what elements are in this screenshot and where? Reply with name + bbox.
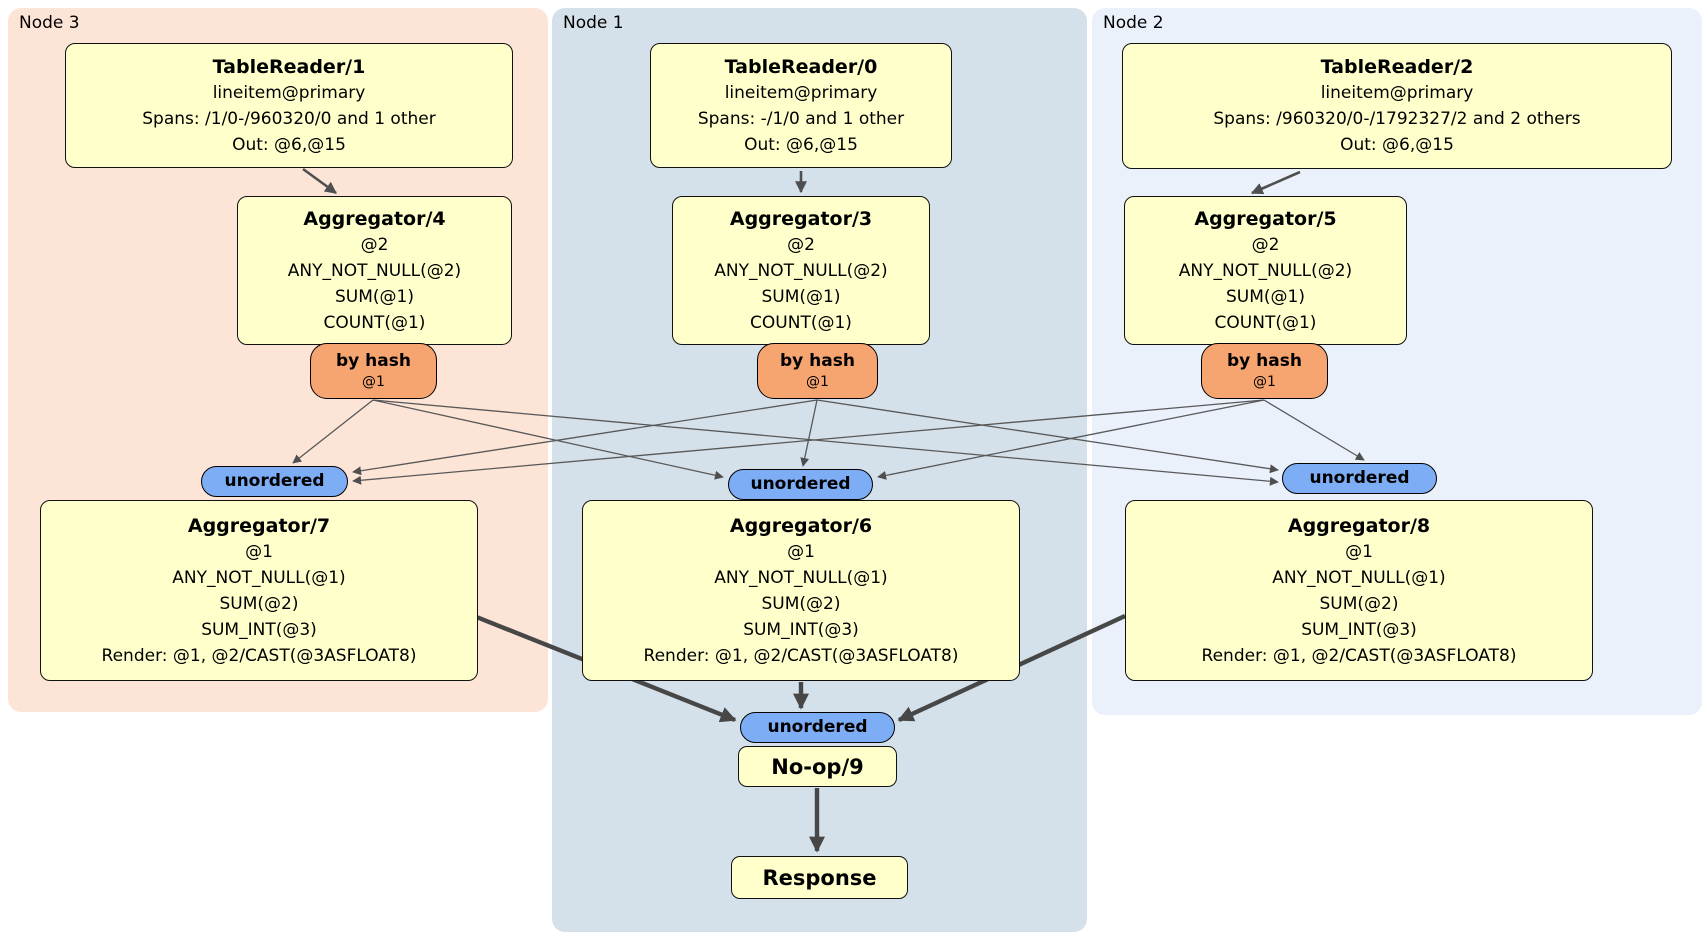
- processor-aggregator-4: Aggregator/4 @2 ANY_NOT_NULL(@2) SUM(@1)…: [237, 196, 512, 345]
- processor-line: lineitem@primary: [1320, 83, 1474, 103]
- processor-line: SUM_INT(@3): [743, 619, 859, 640]
- processor-line: SUM(@2): [761, 593, 841, 614]
- processor-line: ANY_NOT_NULL(@2): [1178, 260, 1353, 281]
- processor-title: Response: [762, 865, 877, 890]
- processor-line: @1: [1345, 541, 1373, 562]
- processor-aggregator-5: Aggregator/5 @2 ANY_NOT_NULL(@2) SUM(@1)…: [1124, 196, 1407, 345]
- processor-line: Render: @1, @2/CAST(@3ASFLOAT8): [101, 645, 417, 666]
- processor-line: SUM(@2): [219, 593, 299, 614]
- processor-tablereader-1: TableReader/1 lineitem@primary Spans: /1…: [65, 43, 513, 168]
- processor-line: @1: [245, 541, 273, 562]
- processor-line: Out: @6,@15: [232, 134, 346, 155]
- unordered-pill-node-2: unordered: [1282, 463, 1437, 494]
- processor-title: Aggregator/6: [729, 514, 873, 537]
- processor-line: SUM(@1): [1226, 286, 1305, 307]
- by-hash-detail: @1: [362, 374, 385, 390]
- processor-line: SUM(@1): [335, 286, 414, 307]
- by-hash-pill-node-1: by hash @1: [757, 343, 878, 399]
- processor-line: ANY_NOT_NULL(@1): [172, 567, 346, 588]
- processor-line: lineitem@primary: [212, 82, 366, 103]
- processor-title: Aggregator/7: [187, 514, 331, 537]
- response-box: Response: [731, 856, 908, 899]
- unordered-pill-node-1: unordered: [728, 469, 873, 500]
- region-label-node-3: Node 3: [19, 13, 80, 33]
- processor-line: Spans: /1/0-/960320/0 and 1 other: [142, 108, 436, 129]
- processor-line: @2: [787, 234, 815, 255]
- processor-aggregator-8: Aggregator/8 @1 ANY_NOT_NULL(@1) SUM(@2)…: [1125, 500, 1593, 681]
- processor-line: Spans: -/1/0 and 1 other: [697, 108, 905, 129]
- by-hash-detail: @1: [1253, 374, 1276, 390]
- unordered-pill-node-3: unordered: [201, 466, 348, 497]
- unordered-label: unordered: [750, 474, 851, 494]
- processor-title: TableReader/0: [724, 55, 878, 78]
- processor-aggregator-3: Aggregator/3 @2 ANY_NOT_NULL(@2) SUM(@1)…: [672, 196, 930, 345]
- by-hash-label: by hash: [336, 351, 411, 371]
- processor-line: ANY_NOT_NULL(@1): [714, 567, 888, 588]
- processor-title: Aggregator/5: [1194, 207, 1337, 230]
- processor-line: SUM_INT(@3): [201, 619, 317, 640]
- processor-line: SUM_INT(@3): [1301, 619, 1417, 640]
- processor-title: TableReader/1: [212, 55, 366, 78]
- region-label-node-2: Node 2: [1103, 13, 1164, 33]
- processor-aggregator-6: Aggregator/6 @1 ANY_NOT_NULL(@1) SUM(@2)…: [582, 500, 1020, 681]
- processor-line: ANY_NOT_NULL(@2): [287, 260, 462, 281]
- processor-line: Out: @6,@15: [1340, 135, 1454, 155]
- processor-title: Aggregator/3: [729, 207, 873, 230]
- processor-line: ANY_NOT_NULL(@2): [714, 260, 888, 281]
- by-hash-label: by hash: [780, 351, 855, 371]
- no-op-box: No-op/9: [738, 746, 897, 787]
- processor-line: @2: [1251, 234, 1280, 255]
- by-hash-detail: @1: [806, 374, 829, 390]
- unordered-label: unordered: [767, 717, 868, 737]
- processor-line: ANY_NOT_NULL(@1): [1272, 567, 1446, 588]
- processor-line: Render: @1, @2/CAST(@3ASFLOAT8): [643, 645, 959, 666]
- processor-aggregator-7: Aggregator/7 @1 ANY_NOT_NULL(@1) SUM(@2)…: [40, 500, 478, 681]
- processor-title: TableReader/2: [1320, 56, 1474, 78]
- unordered-label: unordered: [224, 471, 325, 491]
- by-hash-pill-node-2: by hash @1: [1201, 343, 1328, 399]
- processor-line: lineitem@primary: [724, 82, 878, 103]
- processor-title: Aggregator/8: [1287, 514, 1431, 537]
- processor-line: Spans: /960320/0-/1792327/2 and 2 others: [1213, 109, 1581, 129]
- processor-line: COUNT(@1): [1214, 312, 1317, 333]
- processor-line: COUNT(@1): [750, 312, 852, 333]
- processor-title: No-op/9: [771, 754, 864, 779]
- processor-line: Render: @1, @2/CAST(@3ASFLOAT8): [1201, 645, 1517, 666]
- region-label-node-1: Node 1: [563, 13, 624, 33]
- processor-tablereader-2: TableReader/2 lineitem@primary Spans: /9…: [1122, 43, 1672, 169]
- processor-tablereader-0: TableReader/0 lineitem@primary Spans: -/…: [650, 43, 952, 168]
- processor-title: Aggregator/4: [303, 207, 446, 230]
- processor-line: Out: @6,@15: [744, 134, 858, 155]
- by-hash-label: by hash: [1227, 351, 1302, 371]
- processor-line: @1: [787, 541, 815, 562]
- processor-line: @2: [360, 234, 389, 255]
- unordered-label: unordered: [1309, 468, 1410, 488]
- processor-line: SUM(@2): [1319, 593, 1399, 614]
- processor-line: SUM(@1): [761, 286, 841, 307]
- by-hash-pill-node-3: by hash @1: [310, 343, 437, 399]
- unordered-pill-final: unordered: [740, 712, 895, 743]
- processor-line: COUNT(@1): [323, 312, 426, 333]
